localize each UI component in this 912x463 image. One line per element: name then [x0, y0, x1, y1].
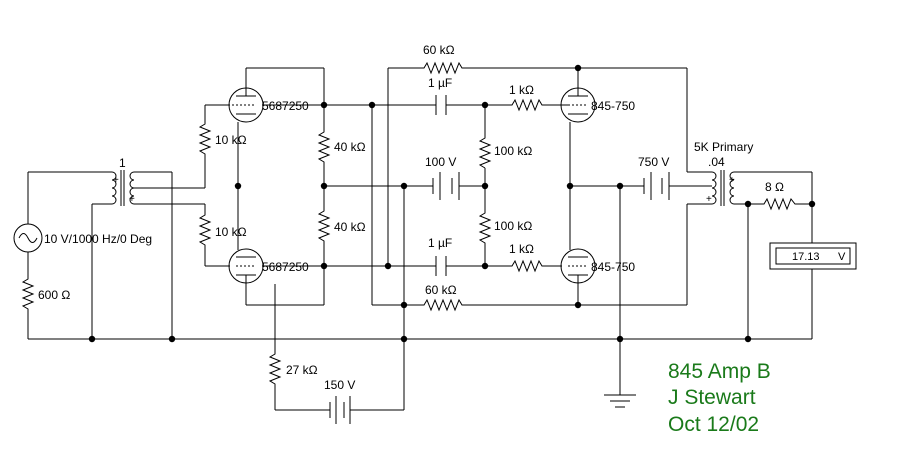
source-resistor-label: 600 Ω: [38, 288, 70, 302]
driver-tube-top-label: 5687250: [262, 99, 309, 113]
triode-tube-icon: [228, 248, 264, 284]
capacitor-icon: [435, 95, 447, 115]
grid-resistor-top-label: 10 kΩ: [215, 133, 247, 147]
credits-date: Oct 12/02: [668, 413, 759, 436]
output-transformer-primary: 5K Primary: [694, 140, 753, 154]
ac-source-icon: [13, 223, 43, 253]
polarity-plus-icon: +: [113, 175, 119, 186]
output-transformer-ratio: .04: [708, 155, 725, 169]
cathode-resistor-label: 27 kΩ: [286, 363, 318, 377]
battery-icon: [329, 396, 358, 424]
plate-resistor-top-icon: [317, 128, 331, 168]
output-tube-bottom-label: 845-750: [591, 260, 635, 274]
grid-stopper-bottom-icon: [508, 259, 544, 273]
voltmeter: 17.13 V: [769, 242, 857, 270]
polarity-plus-icon: +: [706, 194, 712, 205]
plate-resistor-top-label: 40 kΩ: [334, 140, 366, 154]
junction-dots: [88, 64, 816, 343]
feedback-resistor-bottom-label: 60 kΩ: [425, 283, 457, 297]
polarity-plus-icon: +: [129, 194, 135, 205]
bias-resistor-top-icon: [478, 135, 492, 169]
source-label: 10 V/1000 Hz/0 Deg: [44, 232, 152, 246]
plate-supply-label: 750 V: [638, 155, 669, 169]
grid-resistor-bottom-icon: [198, 212, 212, 247]
credits-title: 845 Amp B: [668, 360, 771, 383]
output-transformer-icon: [711, 170, 735, 206]
load-resistor-label: 8 Ω: [765, 180, 784, 194]
battery-icon: [643, 172, 674, 200]
capacitor-icon: [435, 256, 447, 276]
coupling-cap-top-label: 1 µF: [428, 76, 452, 90]
bias-resistor-top-label: 100 kΩ: [494, 144, 532, 158]
credits-author: J Stewart: [668, 386, 756, 409]
plate-resistor-bottom-label: 40 kΩ: [334, 220, 366, 234]
bias-resistor-bottom-label: 100 kΩ: [494, 219, 532, 233]
bias-resistor-bottom-icon: [478, 210, 492, 245]
triode-tube-icon: [228, 87, 264, 123]
input-transformer-ratio: 1: [119, 156, 126, 170]
voltmeter-unit: V: [838, 251, 846, 263]
feedback-resistor-top-label: 60 kΩ: [423, 43, 455, 57]
input-transformer-icon: [111, 170, 135, 206]
grid-stopper-top-icon: [508, 98, 544, 112]
source-resistor-icon: [21, 276, 35, 312]
feedback-resistor-bottom-icon: [420, 298, 464, 312]
grid-stopper-top-label: 1 kΩ: [509, 83, 534, 97]
coupling-cap-bottom-label: 1 µF: [428, 236, 452, 250]
cathode-resistor-icon: [268, 350, 282, 388]
voltmeter-reading: 17.13: [792, 251, 820, 263]
triode-tube-icon: [560, 87, 596, 123]
driver-tube-bottom-label: 5687250: [262, 260, 309, 274]
grid-stopper-bottom-label: 1 kΩ: [509, 242, 534, 256]
bias-supply-label: 150 V: [324, 378, 355, 392]
grid-bias-supply-label: 100 V: [425, 155, 456, 169]
load-resistor-icon: [760, 197, 798, 211]
plate-resistor-bottom-icon: [317, 207, 331, 247]
feedback-resistor-top-icon: [420, 61, 464, 75]
output-tube-top-label: 845-750: [591, 99, 635, 113]
grid-resistor-bottom-label: 10 kΩ: [215, 225, 247, 239]
grid-resistor-top-icon: [198, 122, 212, 157]
triode-tube-icon: [560, 248, 596, 284]
ground-icon: [604, 394, 636, 408]
polarity-plus-icon: +: [729, 175, 735, 186]
battery-icon: [432, 172, 466, 200]
wires: [27, 67, 813, 411]
